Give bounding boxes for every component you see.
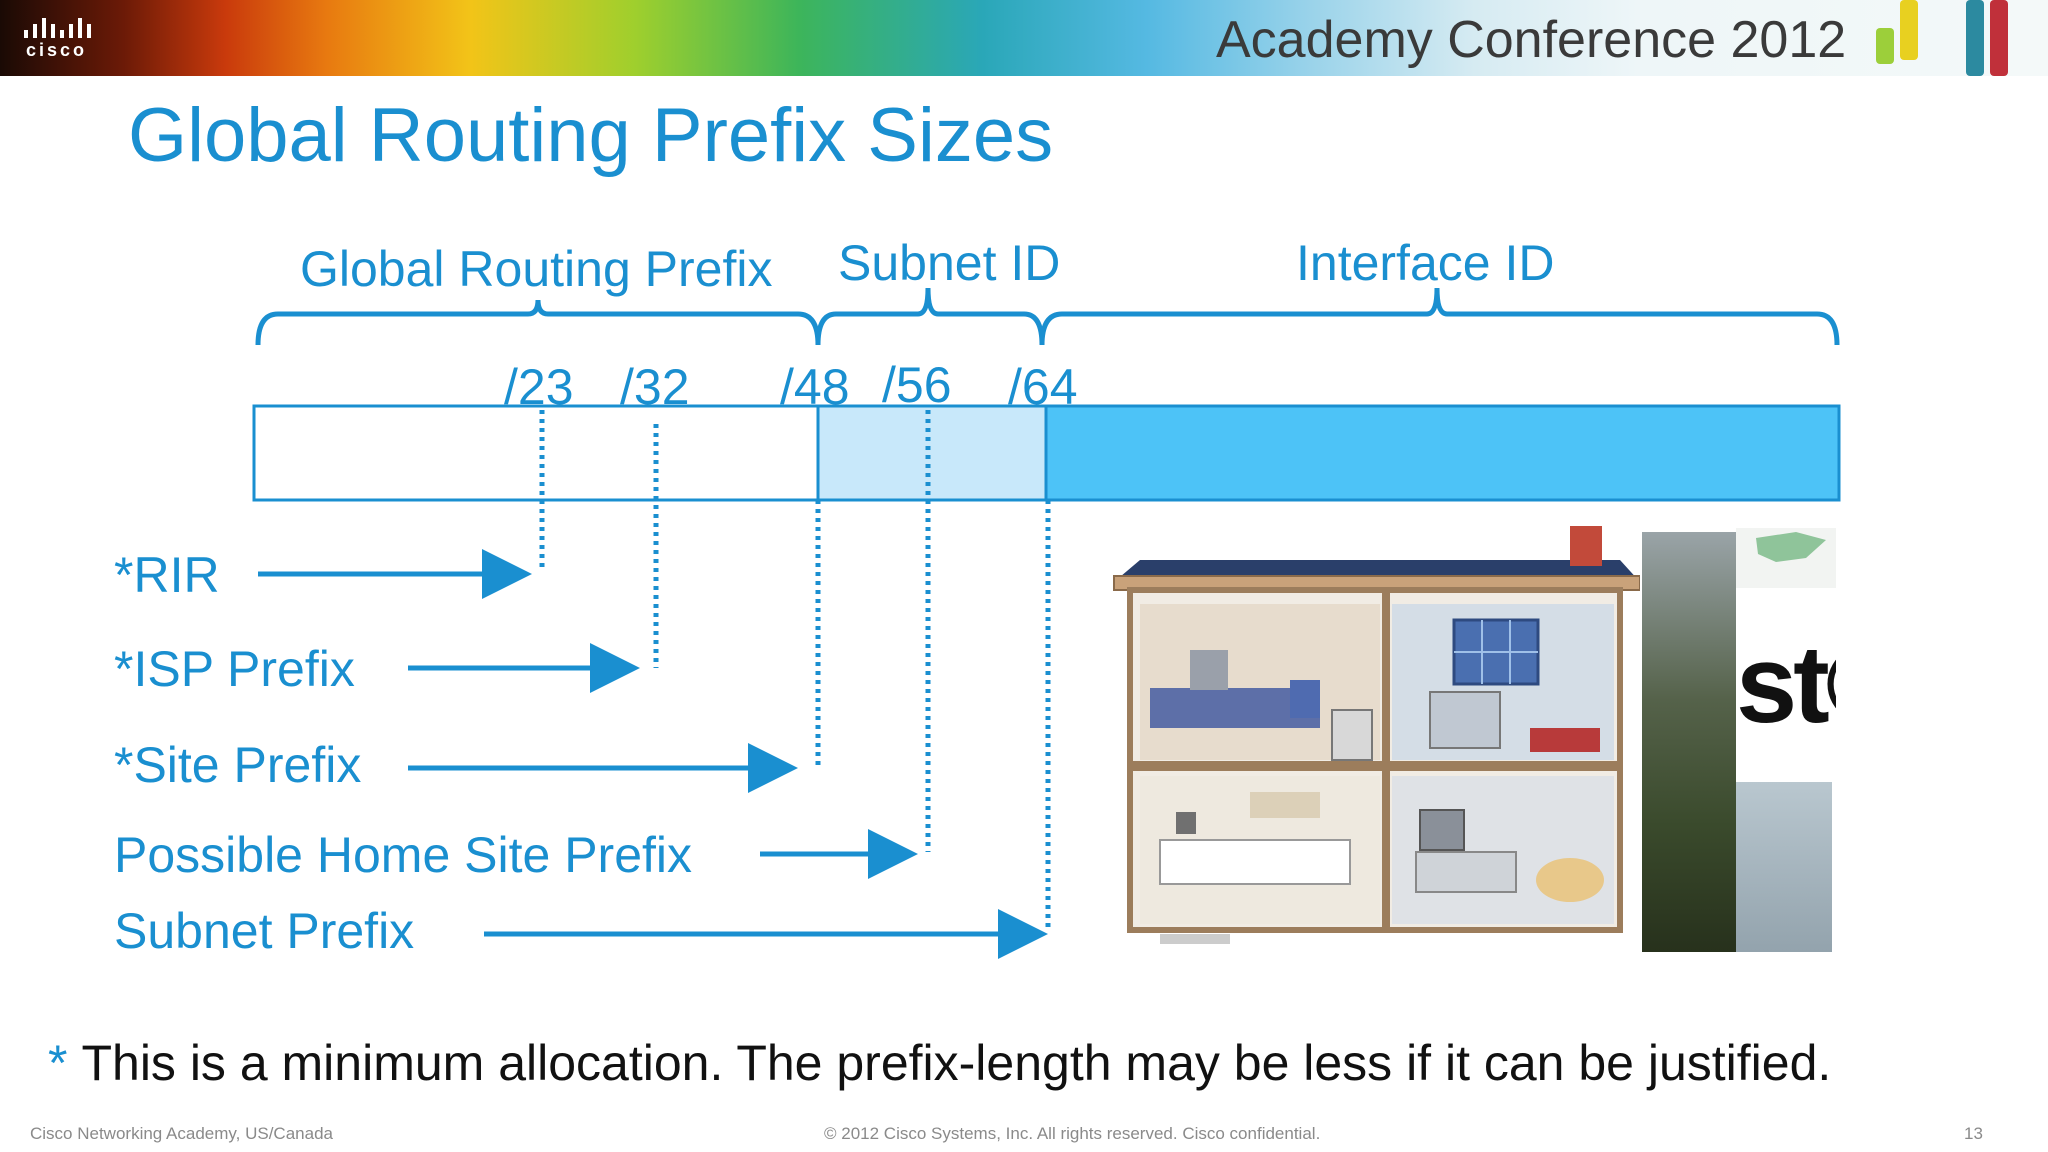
footer-left: Cisco Networking Academy, US/Canada [30, 1124, 333, 1143]
outdoor-photo [1642, 532, 1736, 952]
decor-bar-green [1876, 28, 1894, 64]
cisco-logo-text: cisco [26, 40, 88, 60]
row-label-home-site-prefix: Possible Home Site Prefix [114, 827, 693, 883]
cisco-logo: cisco [22, 14, 102, 64]
label-global-routing-prefix: Global Routing Prefix [300, 241, 773, 297]
prefix-mark-64: /64 [1008, 359, 1078, 415]
prefix-mark-23: /23 [504, 359, 574, 415]
prefix-mark-56: /56 [882, 357, 952, 413]
page-number: 13 [1964, 1124, 1983, 1143]
decor-bar-red [1990, 0, 2008, 76]
row-label-subnet-prefix: Subnet Prefix [114, 903, 415, 959]
label-interface-id: Interface ID [1296, 235, 1555, 291]
prefix-mark-48: /48 [780, 359, 850, 415]
label-subnet-id: Subnet ID [838, 235, 1061, 291]
house-illustration [1100, 520, 1640, 960]
address-bar-interface [1044, 404, 1841, 502]
row-label-isp-prefix: *ISP Prefix [114, 641, 355, 697]
prefix-mark-32: /32 [620, 359, 690, 415]
slide-title: Global Routing Prefix Sizes [128, 93, 1054, 178]
footnote-text: This is a minimum allocation. The prefix… [81, 1035, 1832, 1091]
grey-panel [1736, 782, 1832, 952]
row-label-rir: *RIR [114, 547, 220, 603]
address-bar-global [252, 404, 820, 502]
map-fragment [1736, 528, 1836, 588]
footer-copyright: © 2012 Cisco Systems, Inc. All rights re… [824, 1124, 1321, 1143]
logo-fragment: st® [1736, 600, 1836, 770]
conference-banner: cisco Academy Conference 2012 [0, 0, 2048, 76]
footnote-star: * [48, 1035, 68, 1091]
brace-interface-id [1039, 287, 1840, 346]
brace-global-routing-prefix [255, 299, 821, 346]
address-bar-subnet [816, 404, 1048, 502]
decor-bar-teal [1966, 0, 1984, 76]
conference-title: Academy Conference 2012 [1216, 11, 1847, 69]
map-shape-icon [1756, 532, 1826, 562]
footnote: *This is a minimum allocation. The prefi… [48, 1034, 1831, 1092]
brace-subnet-id [815, 287, 1045, 346]
decor-bar-yellow [1900, 0, 1918, 60]
cisco-bars-icon [24, 18, 91, 38]
row-label-site-prefix: *Site Prefix [114, 737, 362, 793]
